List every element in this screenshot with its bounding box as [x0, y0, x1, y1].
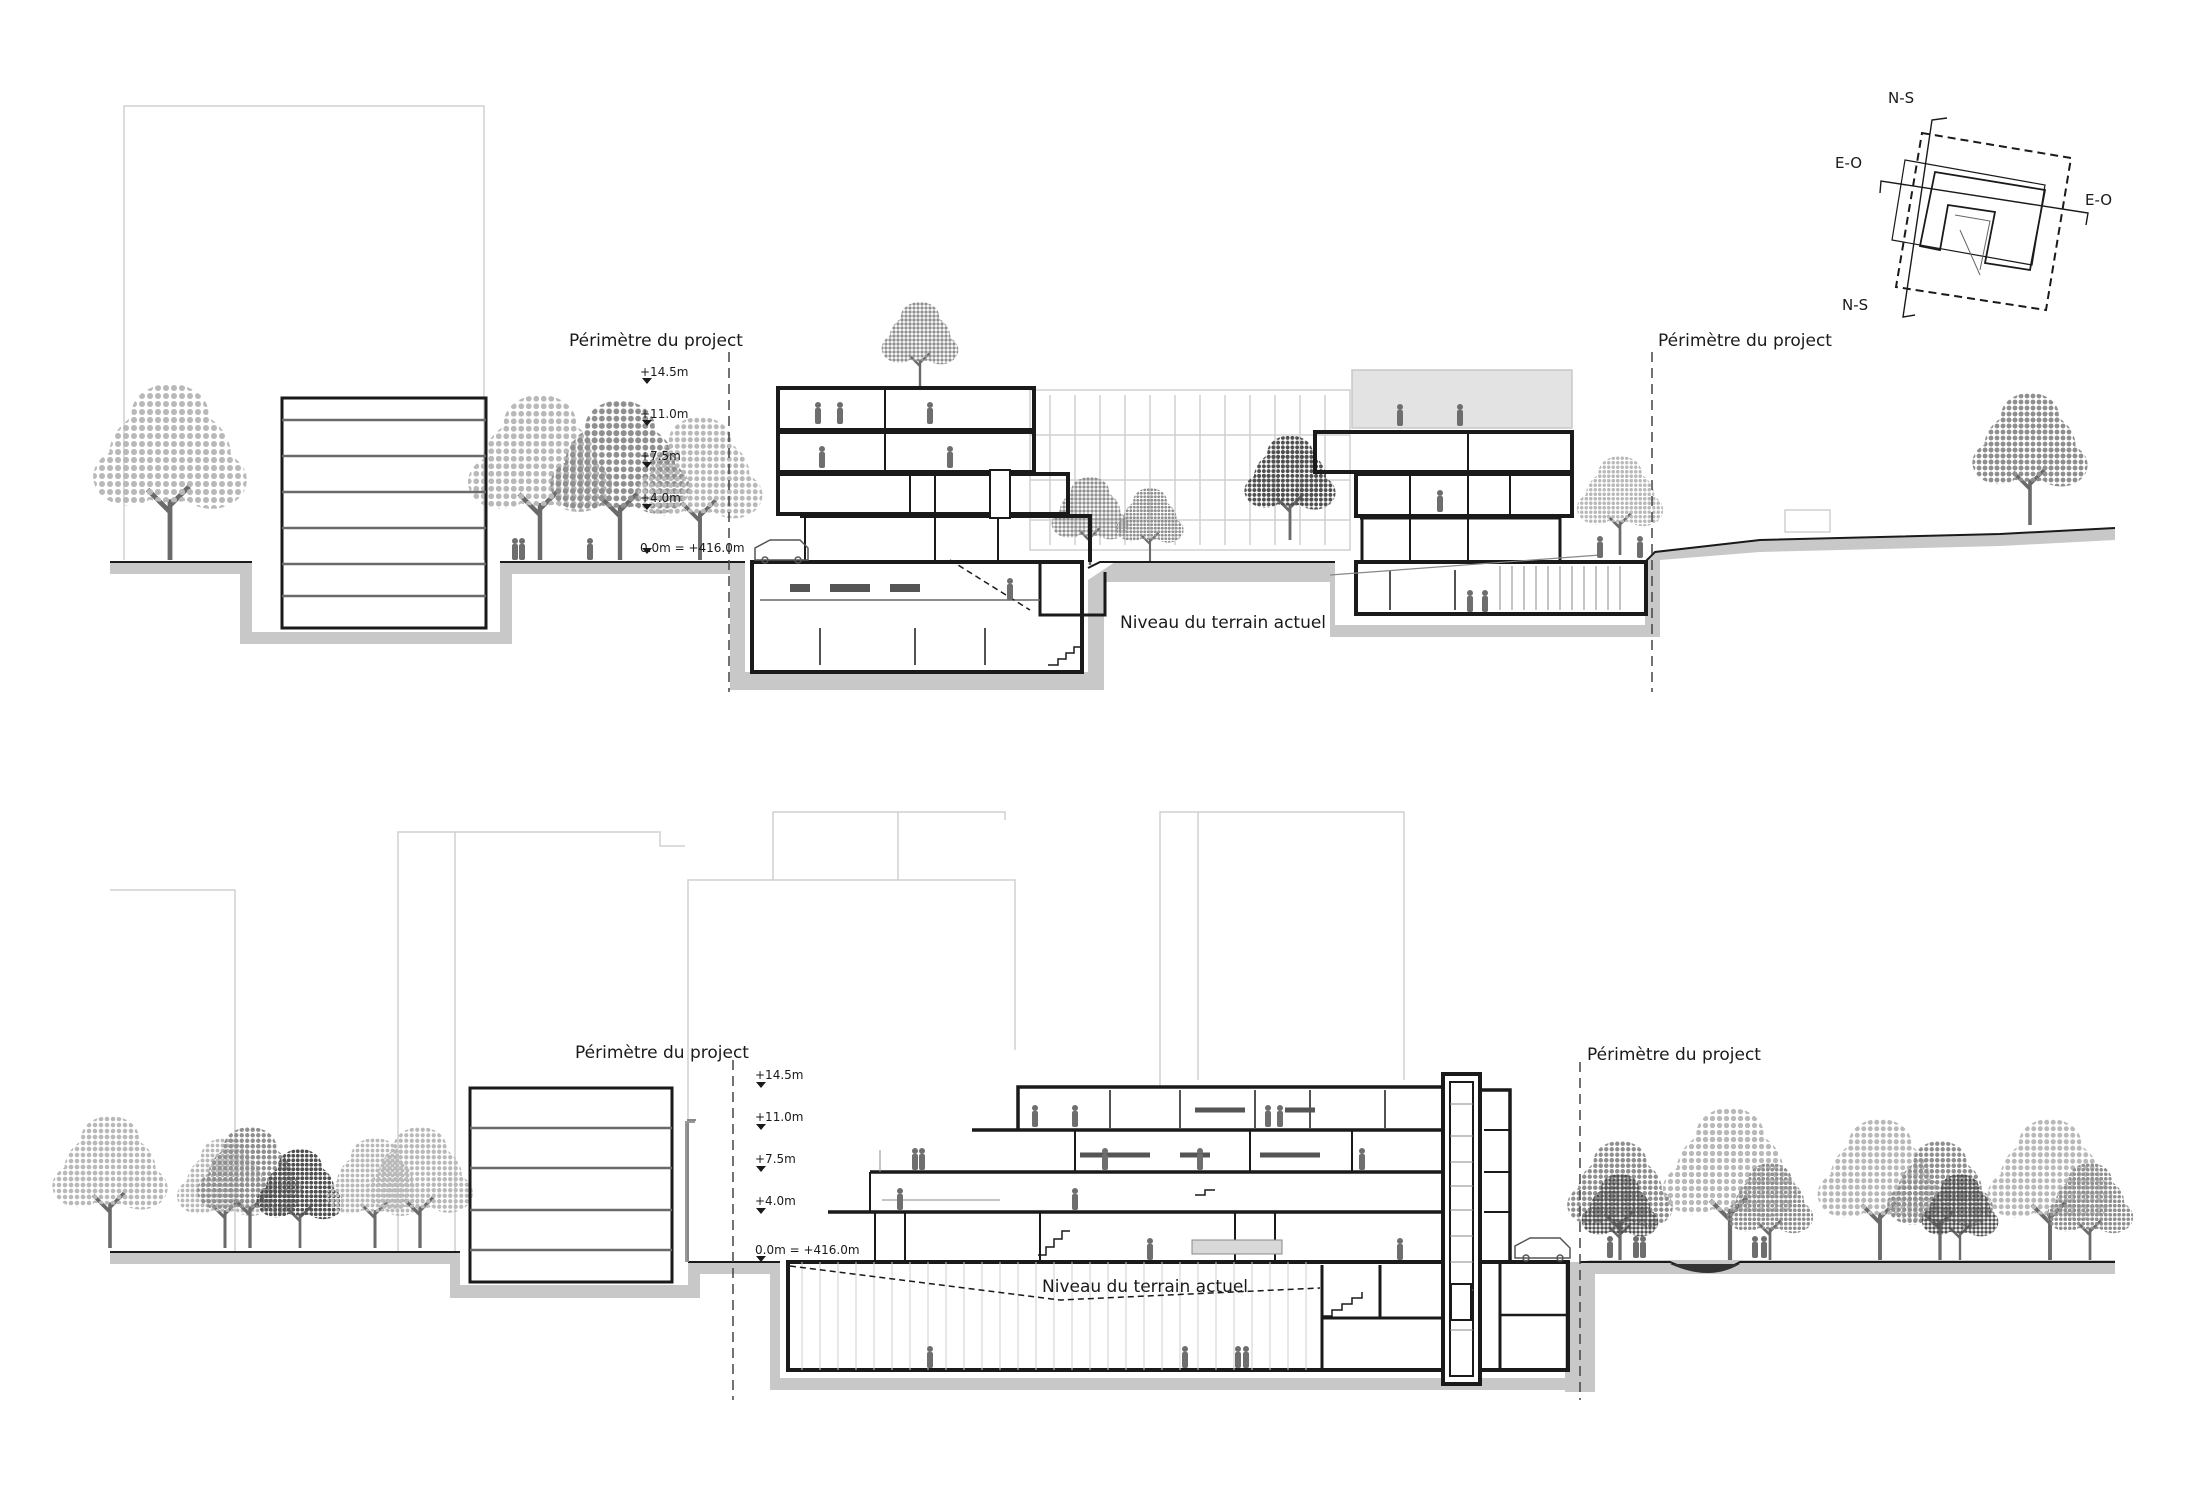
section-2-level-label: +11.0m — [755, 1110, 803, 1124]
section-1-right-wing — [1313, 430, 1648, 616]
key-plan-ns-bottom-label: N-S — [1842, 296, 1868, 314]
section-2-people — [897, 1105, 1767, 1368]
section-1: Périmètre du project Périmètre du projec… — [93, 105, 2116, 692]
section-1-level-label: 0.0m = +416.0m — [640, 541, 745, 555]
section-1-level-label: +7.5m — [640, 449, 681, 463]
section-2-ground — [110, 1251, 2115, 1392]
section-1-ground — [110, 527, 2116, 690]
key-plan-ns-top-label: N-S — [1888, 89, 1914, 107]
section-2-street-lamp — [685, 1121, 695, 1262]
section-1-left-wing — [750, 386, 1107, 674]
section-2-terrain-label: Niveau du terrain actuel — [1042, 1277, 1248, 1297]
section-1-level-label: +14.5m — [640, 365, 688, 379]
key-plan-eo-right-label: E-O — [2085, 191, 2112, 209]
section-1-car — [754, 539, 809, 564]
section-1-level-label: +4.0m — [640, 491, 681, 505]
section-2-level-label: 0.0m = +416.0m — [755, 1243, 860, 1257]
section-1-existing-building — [280, 396, 488, 630]
section-1-perimeter-label-left: Périmètre du project — [569, 331, 743, 351]
section-2-existing-building — [468, 1086, 696, 1284]
key-plan: N-S N-S E-O E-O — [1835, 89, 2112, 318]
section-1-level-label: +11.0m — [640, 407, 688, 421]
section-1-level-markers: +14.5m +11.0m +7.5m +4.0m 0.0m = +416.0m — [640, 365, 745, 555]
section-2: Périmètre du project Périmètre du projec… — [50, 811, 2135, 1400]
section-1-perimeter-label-right: Périmètre du project — [1658, 331, 1832, 351]
section-2-car — [1514, 1237, 1571, 1262]
section-2-perimeter-label-right: Périmètre du project — [1587, 1045, 1761, 1065]
key-plan-eo-left-label: E-O — [1835, 154, 1862, 172]
section-2-level-label: +7.5m — [755, 1152, 796, 1166]
section-2-terraced-building — [786, 1072, 1570, 1386]
section-2-perimeter-label-left: Périmètre du project — [575, 1043, 749, 1063]
section-2-level-label: +4.0m — [755, 1194, 796, 1208]
section-1-terrain-label: Niveau du terrain actuel — [1120, 613, 1326, 633]
section-2-level-label: +14.5m — [755, 1068, 803, 1082]
section-2-level-markers: +14.5m +11.0m +7.5m +4.0m 0.0m = +416.0m — [755, 1068, 860, 1262]
